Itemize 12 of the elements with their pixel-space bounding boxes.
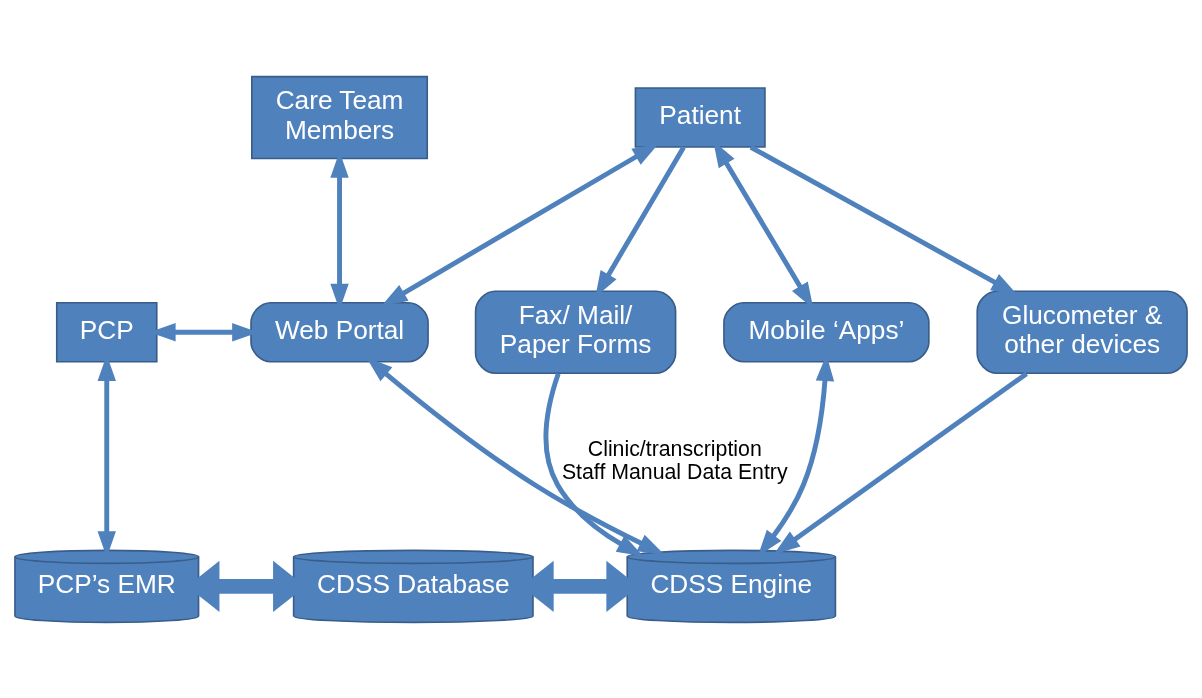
arrow	[749, 144, 1018, 295]
arrow	[543, 372, 644, 556]
node-box: Care Team Members	[251, 75, 429, 159]
node-box: Fax/ Mail/ Paper Forms	[474, 290, 677, 374]
node-box: Glucometer & other devices	[976, 290, 1188, 374]
node-box: PCP	[55, 301, 158, 363]
node-box: Mobile ‘Apps’	[723, 301, 930, 363]
arrow	[381, 143, 659, 306]
arrow	[773, 371, 1028, 554]
edge-label: Clinic/transcription Staff Manual Data Entry	[561, 436, 788, 484]
node-box: Web Portal	[250, 301, 429, 363]
node-box: Patient	[634, 86, 766, 148]
